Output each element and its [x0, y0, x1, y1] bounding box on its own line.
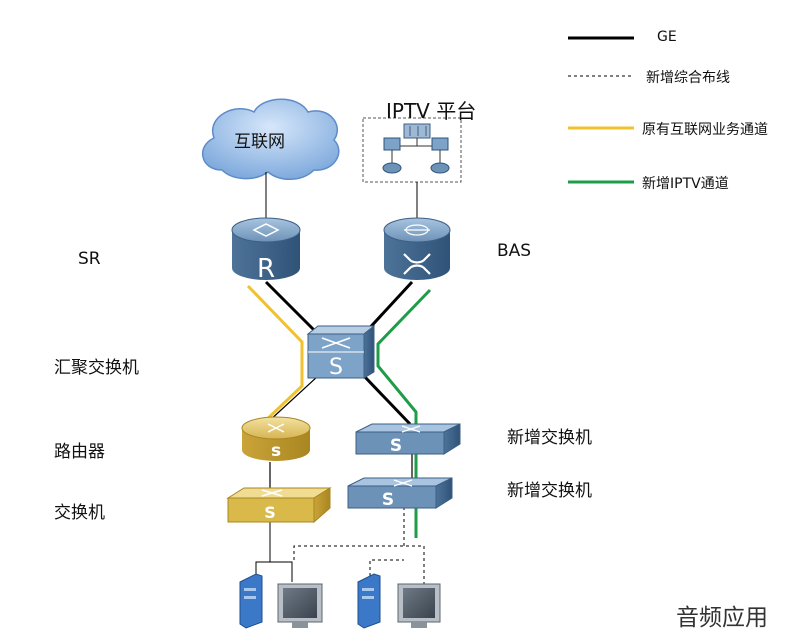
router-icon — [241, 416, 311, 461]
new-switch-1-letter: S — [390, 436, 402, 456]
internet-cloud-icon — [201, 98, 340, 180]
pc-cabling-dashed — [293, 506, 425, 586]
new-switch-2-icon — [347, 477, 453, 509]
pc-cabling-solid — [255, 561, 293, 582]
bas-device-icon — [383, 217, 451, 280]
watermark: 音频应用 — [676, 605, 768, 631]
switch-letter: S — [264, 503, 276, 522]
internet-label: 互联网 — [234, 132, 285, 152]
sr-router-letter: R — [257, 254, 275, 284]
agg-switch-label: 汇聚交换机 — [54, 358, 139, 378]
internet-path — [246, 284, 304, 426]
legend-iptv-label: 新增IPTV通道 — [642, 176, 729, 192]
iptv-platform-box — [362, 117, 462, 222]
iptv-platform-label: IPTV 平台 — [386, 99, 477, 123]
new-switch-1-label: 新增交换机 — [507, 428, 592, 448]
sr-label: SR — [78, 249, 101, 269]
pc-1-icon — [239, 573, 323, 629]
ge-link-bas-agg — [362, 280, 414, 336]
ge-link-sr-agg — [264, 280, 320, 336]
sr-router-icon — [231, 217, 301, 280]
legend-cabling-label: 新增综合布线 — [646, 70, 730, 86]
aggregation-switch-letter: S — [329, 355, 343, 380]
switch-icon — [226, 487, 332, 524]
link-agg-router — [267, 375, 319, 423]
new-switch-2-letter: S — [382, 490, 394, 510]
router-label: 路由器 — [54, 442, 105, 462]
router-letter: s — [271, 441, 281, 461]
bas-label: BAS — [497, 241, 532, 261]
aggregation-switch-icon — [306, 324, 376, 379]
ge-link-agg-newswitch — [362, 374, 412, 426]
pc-2-icon — [357, 573, 441, 629]
new-switch-1-icon — [355, 423, 461, 455]
new-switch-2-label: 新增交换机 — [507, 481, 592, 501]
legend-ge-label: GE — [657, 29, 677, 45]
switch-label: 交换机 — [54, 503, 105, 523]
legend-internet-label: 原有互联网业务通道 — [642, 122, 768, 138]
